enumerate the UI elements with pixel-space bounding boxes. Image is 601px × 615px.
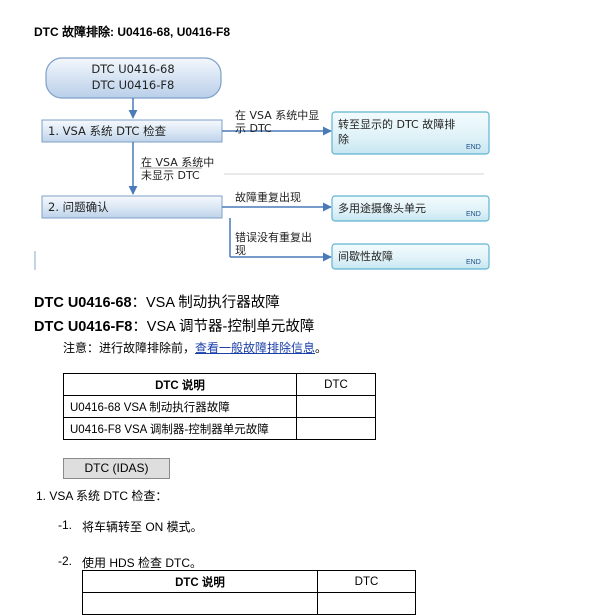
dtc-line-2: DTC U0416-F8：VSA 调节器-控制单元故障 (34, 315, 314, 336)
table-row: U0416-F8 VSA 调制器-控制器单元故障 (63, 417, 376, 440)
flow-label-no-recur-2: 现 (235, 244, 246, 257)
flow-label-not-shown-1: 在 VSA 系统中 (141, 156, 214, 169)
dtc-idas-button[interactable]: DTC (IDAS) (63, 458, 170, 479)
col-header-desc: DTC 说明 (63, 373, 297, 396)
flow-end1-box (331, 111, 490, 155)
flow-step1-label: 1. VSA 系统 DTC 检查 (48, 124, 167, 138)
flow-label-shown-2: 示 DTC (235, 122, 272, 135)
dtc-desc: ：VSA 制动执行器故障 (131, 295, 280, 311)
flow-end1-tag: END (466, 144, 481, 151)
note: 注意：进行故障排除前，查看一般故障排除信息。 (63, 339, 327, 356)
flow-end2-tag: END (466, 211, 481, 218)
step-1: 1. VSA 系统 DTC 检查： (36, 489, 168, 503)
page-title: DTC 故障排除: U0416-68, U0416-F8 (34, 25, 231, 39)
col-header-dtc: DTC (317, 570, 416, 593)
flow-end1-line1: 转至显示的 DTC 故障排 (338, 117, 455, 131)
table-row: U0416-68 VSA 制动执行器故障 (63, 395, 376, 418)
dtc-line-1: DTC U0416-68：VSA 制动执行器故障 (34, 291, 280, 312)
flow-end3-box (331, 243, 490, 270)
table-row (82, 592, 416, 615)
flow-label-recurs: 故障重复出现 (235, 190, 301, 204)
flow-label-shown-1: 在 VSA 系统中显 (235, 109, 319, 122)
flow-end2-box (331, 195, 490, 222)
substep-2-number: -2. (58, 554, 73, 568)
substep-1-number: -1. (58, 518, 73, 532)
flow-end2-label: 多用途摄像头单元 (338, 201, 426, 215)
dtc-table: DTC 说明 DTC U0416-68 VSA 制动执行器故障 U0416-F8… (63, 373, 376, 440)
table-cell (296, 417, 376, 440)
dtc-table-2: DTC 说明 DTC (82, 570, 416, 615)
flow-end1-line2: 除 (338, 132, 349, 146)
table-cell: U0416-68 VSA 制动执行器故障 (63, 395, 297, 418)
table-cell (317, 592, 416, 615)
flow-label-no-recur-1: 错误没有重复出 (235, 230, 312, 244)
dtc-code: DTC U0416-F8 (34, 319, 133, 335)
flow-step2-label: 2. 问题确认 (48, 200, 109, 214)
troubleshooting-info-link[interactable]: 查看一般故障排除信息 (195, 341, 316, 355)
col-header-dtc: DTC (296, 373, 376, 396)
substep-2-text: 使用 HDS 检查 DTC。 (82, 556, 203, 570)
flow-start-line2: DTC U0416-F8 (92, 78, 175, 92)
dtc-desc: ：VSA 调节器-控制单元故障 (132, 319, 315, 335)
col-header-desc: DTC 说明 (82, 570, 318, 593)
table-cell (296, 395, 376, 418)
flow-label-not-shown-2: 未显示 DTC (141, 169, 200, 182)
substep-1-text: 将车辆转至 ON 模式。 (82, 520, 203, 534)
flowchart: DTC U0416-68 DTC U0416-F8 1. VSA 系统 DTC … (34, 57, 490, 270)
note-prefix: 注意：进行故障排除前， (63, 341, 196, 355)
table-cell (82, 592, 318, 615)
flow-end3-label: 间歇性故障 (338, 249, 393, 263)
table-cell: U0416-F8 VSA 调制器-控制器单元故障 (63, 417, 297, 440)
flow-end3-tag: END (466, 259, 481, 266)
dtc-code: DTC U0416-68 (34, 295, 132, 311)
flow-start-line1: DTC U0416-68 (91, 62, 174, 76)
note-suffix: 。 (315, 341, 328, 355)
